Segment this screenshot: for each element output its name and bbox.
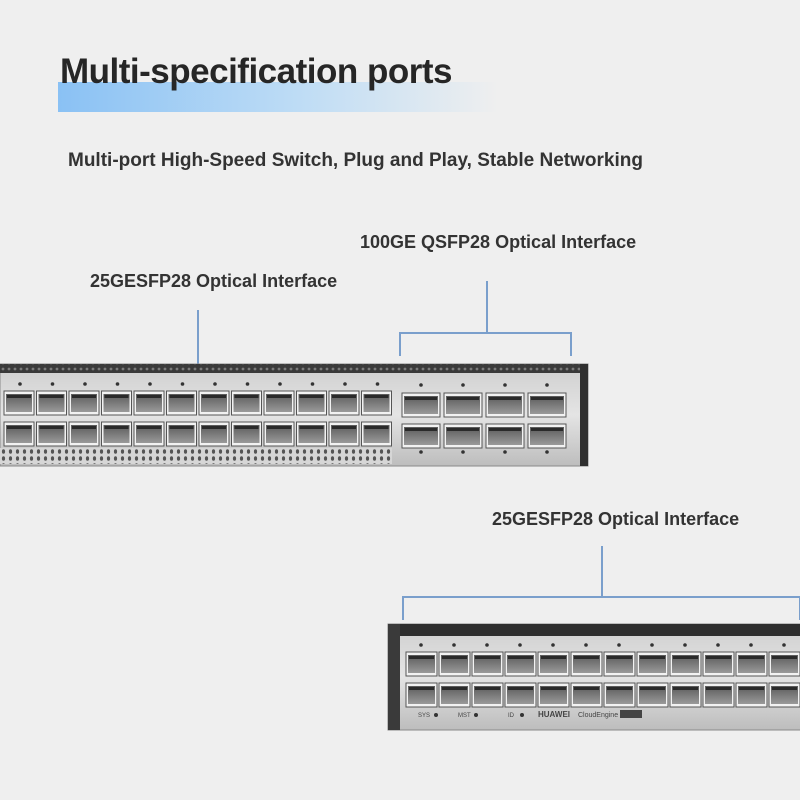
- port-led: [617, 643, 621, 647]
- port-led: [461, 383, 465, 387]
- port-led: [278, 382, 282, 386]
- indicator-row: SYS MST ID HUAWEI CloudEngine: [418, 710, 642, 719]
- title-block: Multi-specification ports: [58, 48, 498, 116]
- port-led: [782, 643, 786, 647]
- indicator-id-label: ID: [508, 713, 515, 719]
- port-led: [50, 382, 55, 386]
- switch-front-panel-top: [0, 363, 589, 467]
- port-led: [310, 382, 315, 386]
- sfp28-interface-label-bottom: 25GESFP28 Optical Interface: [492, 509, 740, 529]
- indicator-id-led: [520, 713, 524, 717]
- port-led: [245, 382, 250, 386]
- port-led: [518, 643, 522, 647]
- port-led: [419, 643, 423, 647]
- model-badge: [620, 710, 642, 718]
- title-highlight-bar: [58, 82, 498, 112]
- port-led: [213, 382, 217, 386]
- port-led: [749, 643, 753, 647]
- port-led: [180, 382, 185, 386]
- indicator-mst-led: [474, 713, 478, 717]
- port-led: [83, 382, 87, 386]
- port-led: [545, 450, 549, 454]
- brand-logo-text: HUAWEI: [538, 710, 570, 719]
- port-led: [551, 643, 555, 647]
- page-subtitle: Multi-port High-Speed Switch, Plug and P…: [68, 150, 643, 171]
- indicator-sys-label: SYS: [418, 713, 430, 719]
- port-led: [683, 643, 687, 647]
- product-line-text: CloudEngine: [578, 712, 618, 719]
- sfp28-port-block-bottom: [405, 643, 800, 708]
- port-led: [461, 450, 465, 454]
- port-led: [375, 382, 380, 386]
- sfp28-port-block-top: [3, 382, 392, 447]
- port-led: [148, 382, 152, 386]
- port-led: [115, 382, 120, 386]
- port-led: [419, 450, 423, 454]
- indicator-mst-label: MST: [458, 713, 471, 719]
- page-title: Multi-specification ports: [60, 52, 452, 91]
- port-led: [343, 382, 347, 386]
- port-led: [503, 450, 507, 454]
- port-led: [485, 643, 489, 647]
- port-led: [545, 383, 549, 387]
- port-led: [716, 643, 720, 647]
- port-led: [584, 643, 588, 647]
- port-led: [452, 643, 456, 647]
- port-led: [18, 382, 22, 386]
- indicator-sys-led: [434, 713, 438, 717]
- callout-lines-bottom: [402, 546, 800, 620]
- qsfp28-interface-label: 100GE QSFP28 Optical Interface: [360, 232, 637, 252]
- port-led: [419, 383, 423, 387]
- port-led: [650, 643, 654, 647]
- port-led: [503, 383, 507, 387]
- sfp28-interface-label-top: 25GESFP28 Optical Interface: [90, 271, 338, 291]
- switch-front-panel-bottom: SYS MST ID HUAWEI CloudEngine: [387, 623, 800, 731]
- qsfp28-port-block: [401, 383, 567, 454]
